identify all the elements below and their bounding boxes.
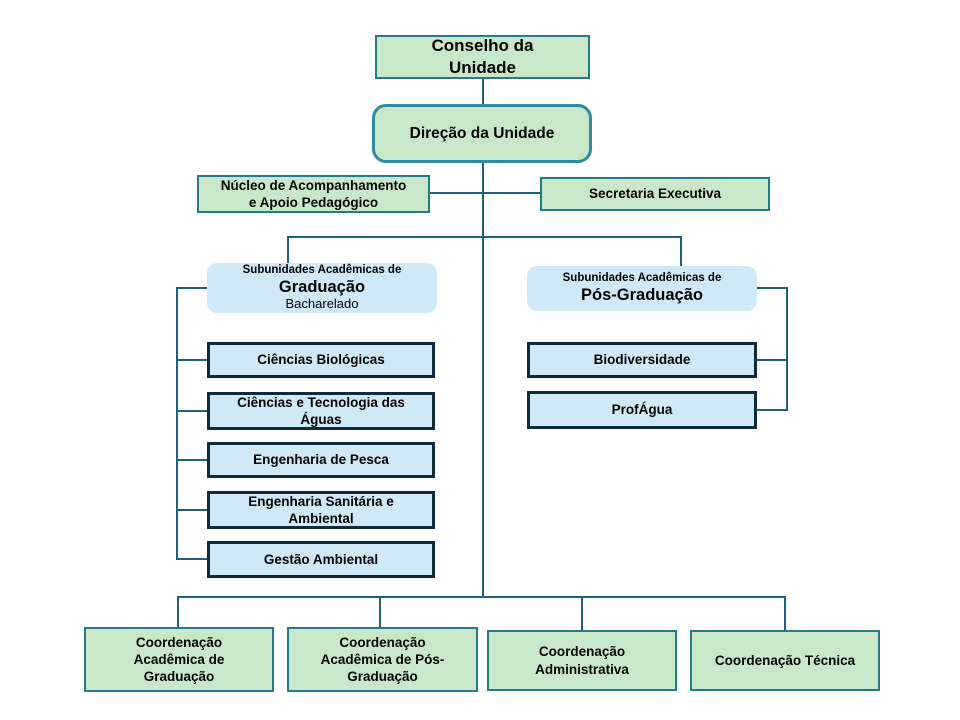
node-gestao-ambiental: Gestão Ambiental (207, 541, 435, 578)
connector-nucleo-stub (430, 192, 483, 194)
connector-grad-elbow (177, 287, 207, 289)
node-coordenacao-tecnica: Coordenação Técnica (690, 630, 880, 691)
connector-bottom-rail (177, 596, 786, 598)
node-subunidades-pos-graduacao: Subunidades Acadêmicas de Pós-Graduação (527, 266, 757, 311)
connector-right-stub-1 (757, 359, 788, 361)
connector-left-stub-4 (176, 509, 207, 511)
connector-drop-coord-3 (581, 596, 583, 631)
connector-right-spine (786, 287, 788, 410)
subunidades-graduacao-eyebrow: Subunidades Acadêmicas de (242, 264, 402, 277)
connector-drop-coord-4 (784, 596, 786, 631)
node-nucleo-acompanhamento: Núcleo de Acompanhamento e Apoio Pedagóg… (197, 175, 430, 213)
node-profagua: ProfÁgua (527, 391, 757, 429)
connector-left-stub-3 (176, 459, 207, 461)
connector-branch-rail (287, 236, 682, 238)
node-biodiversidade: Biodiversidade (527, 342, 757, 378)
connector-posgrad-elbow (757, 287, 787, 289)
connector-left-stub-2 (176, 410, 207, 412)
node-subunidades-graduacao: Subunidades Acadêmicas de Graduação Bach… (207, 263, 437, 313)
subunidades-graduacao-subtitle: Bacharelado (285, 295, 359, 311)
connector-central-spine (482, 163, 484, 598)
connector-secretaria-stub (483, 192, 540, 194)
node-ciencias-tecnologia-aguas: Ciências e Tecnologia das Águas (207, 392, 435, 430)
connector-right-stub-2 (757, 409, 788, 411)
node-coordenacao-academica-graduacao: Coordenação Acadêmica de Graduação (84, 627, 274, 692)
node-direcao-da-unidade: Direção da Unidade (372, 104, 592, 163)
node-coordenacao-academica-pos-graduacao: Coordenação Acadêmica de Pós- Graduação (287, 627, 478, 692)
connector-drop-graduacao (287, 236, 289, 265)
node-engenharia-de-pesca: Engenharia de Pesca (207, 442, 435, 478)
connector-drop-coord-2 (379, 596, 381, 628)
subunidades-pos-graduacao-eyebrow: Subunidades Acadêmicas de (562, 272, 722, 285)
subunidades-pos-graduacao-title: Pós-Graduação (581, 285, 703, 304)
node-ciencias-biologicas: Ciências Biológicas (207, 342, 435, 378)
node-engenharia-sanitaria-ambiental: Engenharia Sanitária e Ambiental (207, 491, 435, 529)
node-coordenacao-administrativa: Coordenação Administrativa (487, 630, 677, 691)
connector-drop-posgrad (680, 236, 682, 268)
connector-left-stub-5 (176, 558, 207, 560)
connector-conselho-direcao (482, 79, 484, 105)
node-conselho-da-unidade: Conselho da Unidade (375, 35, 590, 79)
connector-drop-coord-1 (177, 596, 179, 628)
node-secretaria-executiva: Secretaria Executiva (540, 177, 770, 211)
connector-left-spine (176, 287, 178, 560)
connector-left-stub-1 (176, 359, 207, 361)
subunidades-graduacao-title: Graduação (278, 277, 366, 296)
